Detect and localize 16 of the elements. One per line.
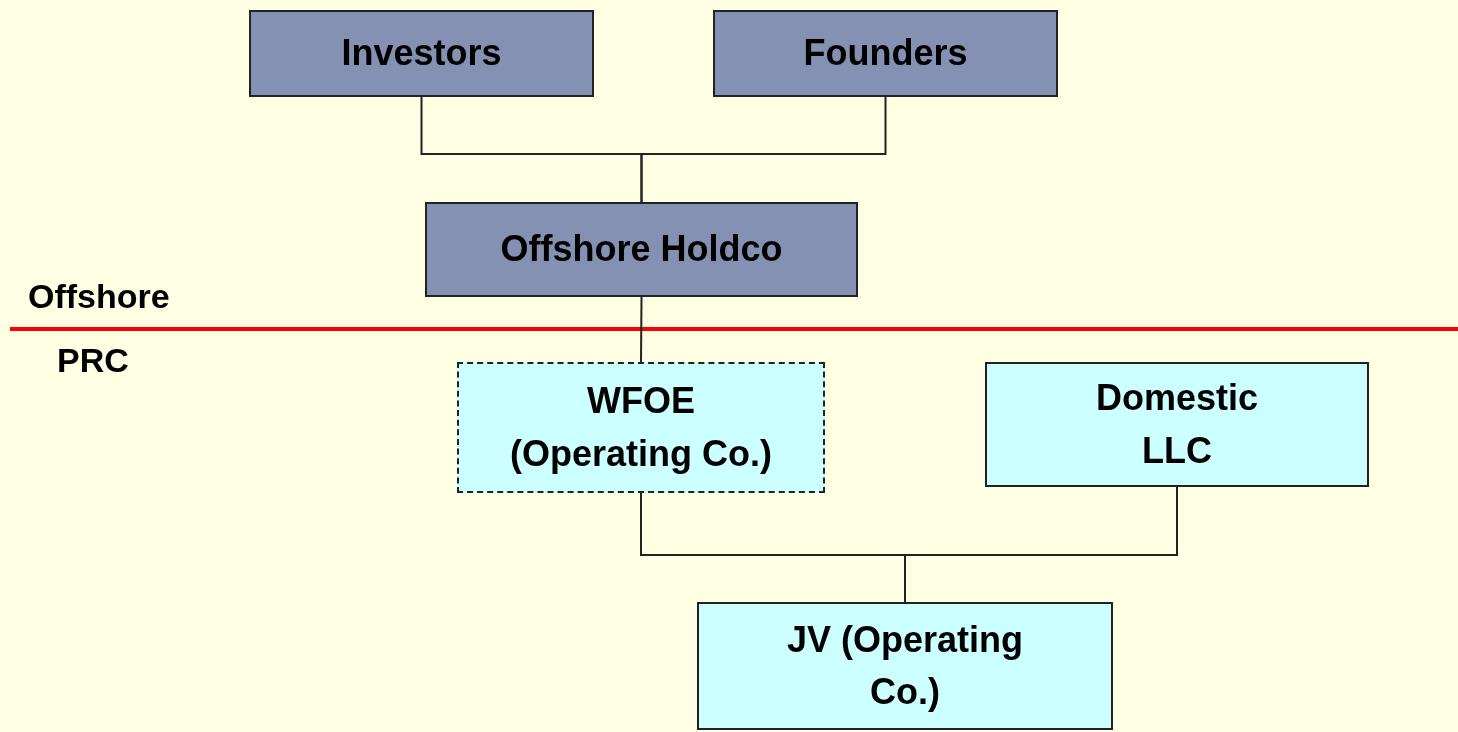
region-label: PRC [57,341,129,380]
entity-name: Founders [803,31,968,76]
entity-box [697,602,1113,730]
entity-name: Investors [341,31,502,76]
region-label: Offshore [28,277,170,316]
entity-box [425,202,858,297]
entity-name: JV (Operating Co.) [785,617,1024,714]
entity-name: WFOE (Operating Co.) [509,379,773,476]
entity-box [985,362,1369,487]
entity-box [249,10,594,97]
connector-line [640,96,887,203]
entity-box [713,10,1058,97]
connector-line [640,296,643,363]
entity-name: Domestic LLC [1094,376,1260,473]
entity-box [457,362,825,493]
entity-name: Offshore Holdco [500,227,783,272]
